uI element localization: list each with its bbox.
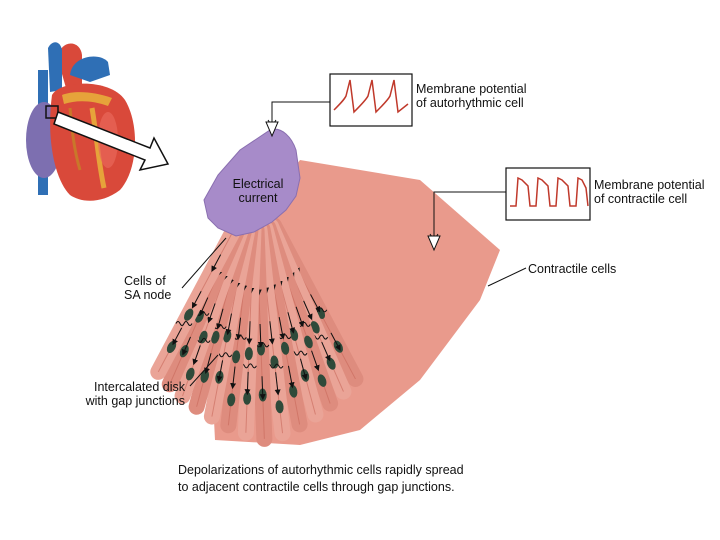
caption-line1: Depolarizations of autorhythmic cells ra…	[178, 463, 464, 477]
current-arrow	[207, 303, 216, 324]
current-arrow	[295, 306, 305, 328]
current-arrow	[299, 358, 308, 381]
autorhythmic-label: Membrane potential of autorhythmic cell	[416, 82, 526, 110]
current-arrow	[311, 350, 320, 372]
contractile-potential-label-line2: of contractile cell	[594, 192, 688, 206]
contractile-potential-label: Membrane potential of contractile cell	[594, 178, 704, 206]
gap-junction	[266, 363, 284, 369]
cell-nucleus	[244, 347, 253, 361]
electrical-current-label: Electrical current	[228, 177, 288, 205]
current-arrow	[274, 372, 281, 396]
current-arrow	[287, 365, 295, 389]
cell-nucleus	[227, 393, 236, 407]
cell-nucleus	[317, 374, 327, 387]
gap-junction	[175, 321, 193, 327]
current-arrow	[303, 300, 313, 321]
current-arrow	[278, 317, 286, 340]
cell-nucleus	[310, 321, 320, 334]
autorhythmic-label-line1: Membrane potential	[416, 82, 527, 96]
current-arrow	[172, 327, 183, 346]
current-arrow	[310, 294, 321, 313]
sa-node-label: Cells of SA node	[124, 274, 171, 302]
sa-node-cells	[203, 128, 301, 237]
current-arrow	[235, 317, 242, 341]
cell-nucleus	[184, 308, 194, 321]
current-arrow	[182, 336, 191, 356]
current-arrow	[330, 332, 341, 351]
current-arrow	[191, 291, 202, 309]
current-arrow	[216, 308, 224, 330]
current-arrow	[199, 297, 209, 317]
autorhythmic-label-line2: of autorhythmic cell	[416, 96, 524, 110]
current-arrow	[204, 353, 212, 375]
autorhythmic-trace	[333, 79, 409, 114]
current-arrow	[230, 366, 237, 390]
figure-caption: Depolarizations of autorhythmic cells ra…	[178, 462, 464, 496]
cell-nucleus	[275, 400, 284, 414]
current-arrow	[257, 323, 264, 348]
current-arrow	[287, 312, 296, 334]
current-arrow	[321, 341, 331, 362]
current-arrow	[259, 376, 266, 401]
autorhythmic-trace-box	[329, 73, 413, 127]
contractile-cells-label: Contractile cells	[528, 262, 617, 276]
electrical-current-label-line2: current	[238, 191, 278, 205]
electrical-current-label-line1: Electrical	[232, 177, 284, 191]
cell-nucleus	[280, 341, 290, 355]
zoom-arrow	[53, 111, 170, 172]
sa-node-label-line2: SA node	[124, 288, 172, 302]
leader-lines	[181, 101, 527, 387]
contractile-trace	[510, 176, 589, 207]
current-arrow	[246, 321, 253, 345]
current-arrow	[192, 345, 201, 366]
cell-nucleus	[185, 367, 195, 381]
cell-nucleus	[232, 350, 241, 364]
muscle-tissue	[150, 160, 500, 447]
intercalated-disk-label: Intercalated disk with gap junctions	[80, 380, 185, 408]
current-arrow	[216, 360, 224, 383]
intercalated-disk-label-line1: Intercalated disk	[93, 380, 185, 394]
caption-line2: to adjacent contractile cells through ga…	[178, 480, 455, 494]
current-arrow	[225, 313, 232, 336]
current-arrow	[268, 321, 275, 345]
contractile-pointer	[427, 235, 441, 252]
cell-nucleus	[211, 330, 220, 344]
contractile-trace-box	[505, 167, 591, 221]
cell-nucleus	[304, 335, 313, 349]
sa-node-label-line1: Cells of	[124, 274, 166, 288]
cell-nucleus	[270, 355, 279, 369]
current-arrow	[244, 371, 251, 396]
contractile-potential-label-line1: Membrane potential	[594, 178, 705, 192]
current-arrow	[211, 254, 222, 272]
autorhythmic-pointer	[265, 121, 279, 138]
intercalated-disk-label-line2: with gap junctions	[85, 394, 185, 408]
